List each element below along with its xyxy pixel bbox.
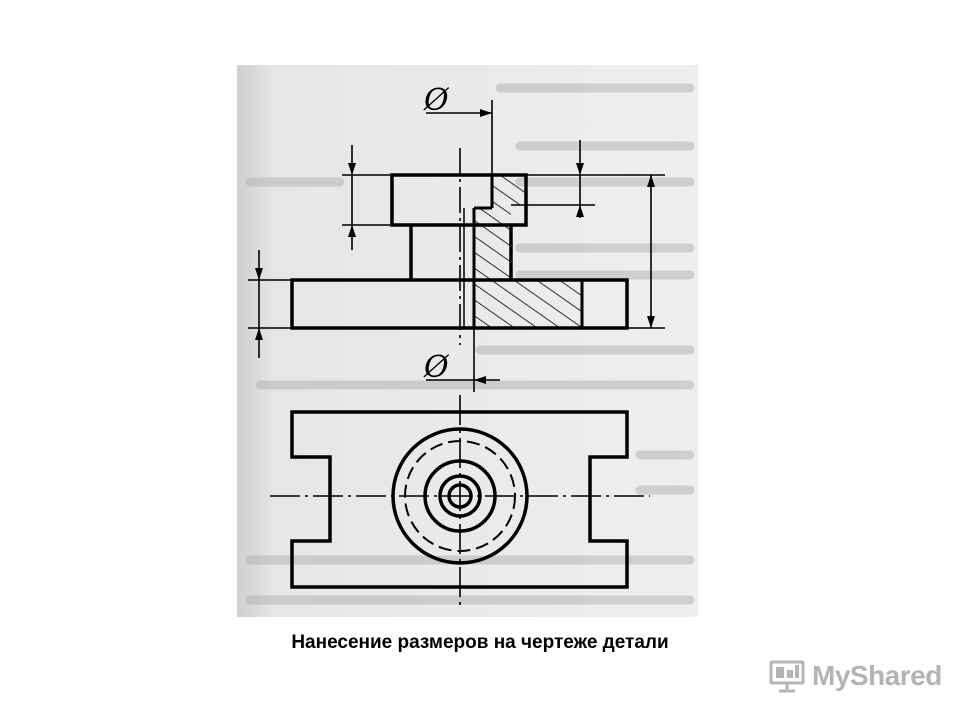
drawing-scan: Ø Ø [237,65,698,617]
diameter-symbol-bottom: Ø [423,350,450,385]
dimension-arrows [255,109,655,384]
top-view-outline [290,410,629,589]
front-view [290,148,629,345]
scan-background [237,65,698,617]
top-view [270,395,650,605]
figure-caption: Нанесение размеров на чертеже детали [291,632,669,653]
section-hatch [474,175,582,328]
diameter-symbol-top: Ø [423,83,450,118]
show-through-text [245,83,695,605]
projector-screen-icon [769,660,805,693]
top-boss-outline [390,173,528,227]
watermark-text: MyShared [812,660,942,691]
watermark-logo: MyShared [768,656,942,696]
